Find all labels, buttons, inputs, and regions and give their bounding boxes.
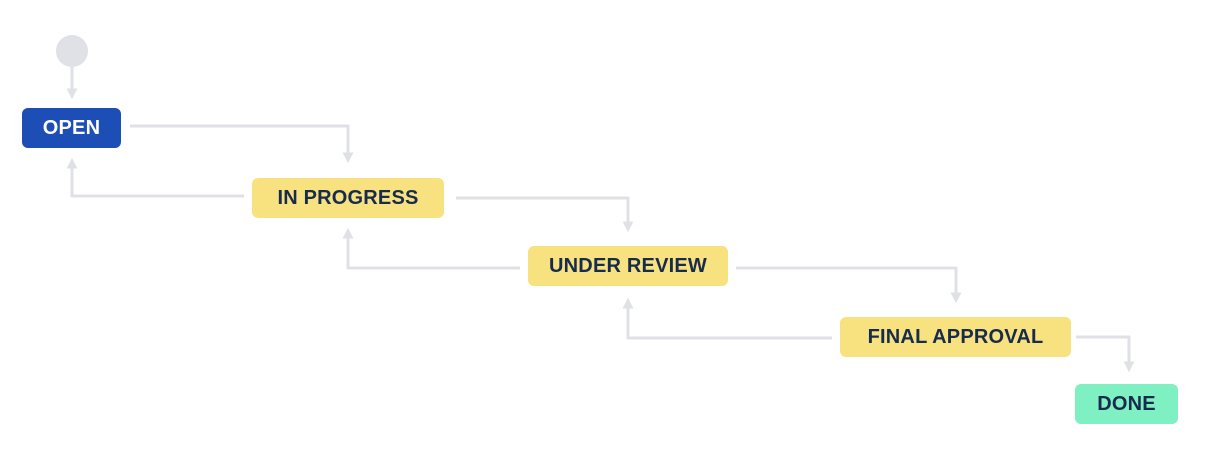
under-review-to-final-approval-arrow (736, 266, 962, 304)
in-progress-to-open-arrow (66, 157, 244, 198)
final-approval-to-under-review-arrow (622, 297, 832, 340)
status-under-review: UNDER REVIEW (528, 246, 728, 286)
status-open: OPEN (22, 108, 121, 148)
in-progress-to-under-review-arrow (456, 196, 634, 233)
under-review-to-in-progress-arrow (342, 227, 520, 270)
status-final-approval: FINAL APPROVAL (840, 317, 1071, 357)
open-to-in-progress-arrow (130, 124, 354, 164)
final-approval-to-done-arrow (1076, 335, 1135, 373)
start-node (56, 35, 88, 67)
status-done: DONE (1075, 384, 1178, 424)
status-in-progress: IN PROGRESS (252, 178, 444, 218)
